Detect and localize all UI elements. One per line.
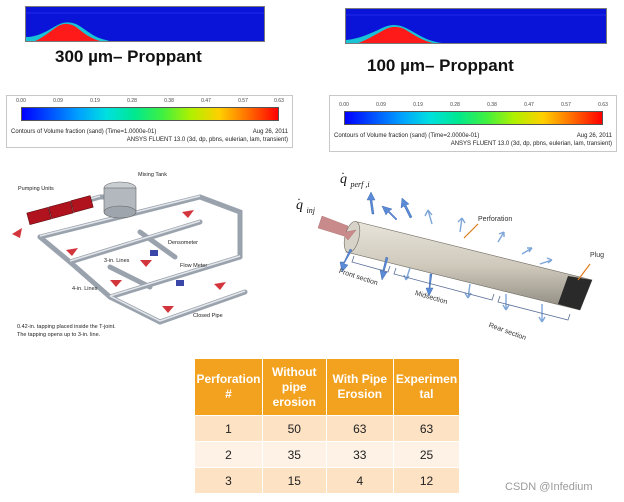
label-densometer: Densometer: [168, 240, 198, 246]
label-mixing-tank: Mixing Tank: [138, 172, 167, 178]
table-cell: 50: [261, 415, 327, 442]
contour-info-line1: Contours of Volume fraction (sand) (Time…: [334, 133, 480, 139]
header-with-erosion: With Pipe Erosion: [325, 358, 395, 416]
table-cell: 3: [194, 467, 263, 494]
pipe-drawing: [317, 191, 593, 323]
sim-contour-image: [26, 7, 264, 41]
label-3in-lines: 3-in. Lines: [104, 258, 130, 264]
tick-label: 0.00: [16, 98, 26, 104]
label-q-perf: · q perf ,i: [340, 166, 370, 189]
header-perforation: Perforation #: [194, 358, 263, 416]
header-experimental: Experimen tal: [393, 358, 460, 416]
tick-label: 0.09: [53, 98, 63, 104]
colorbar-panel-right: 0.00 0.09 0.19 0.28 0.38 0.47 0.57 0.63 …: [329, 95, 617, 152]
table-cell: 35: [261, 441, 327, 468]
tick-label: 0.28: [450, 102, 460, 108]
colorbar-ticks: 0.00 0.09 0.19 0.28 0.38 0.47 0.57 0.63: [330, 102, 616, 110]
table-cell: 1: [194, 415, 263, 442]
sim-contour-100um: [345, 8, 607, 44]
label-perforation: Perforation: [478, 216, 513, 223]
tick-label: 0.47: [524, 102, 534, 108]
label-closed-pipe: Closed Pipe: [193, 313, 223, 319]
table-cell: 63: [393, 415, 460, 442]
contour-info-line1: Contours of Volume fraction (sand) (Time…: [11, 129, 157, 135]
table-row: 1 50 63 63: [194, 415, 460, 442]
sim-caption-300um: 300 µm– Proppant: [55, 47, 202, 66]
table-cell: 2: [194, 441, 263, 468]
tick-label: 0.38: [164, 98, 174, 104]
table-row: 3 15 4 12: [194, 467, 460, 494]
contour-info-date: Aug 26, 2011: [252, 129, 288, 135]
table-cell: 12: [393, 467, 460, 494]
tick-label: 0.63: [598, 102, 608, 108]
tick-label: 0.47: [201, 98, 211, 104]
label-tapping-note-2: The tapping opens up to 3-in. line.: [17, 332, 101, 338]
label-pumping-units: Pumping Units: [18, 186, 54, 192]
watermark: CSDN @Infedium: [505, 481, 593, 493]
colorbar-panel-left: 0.00 0.09 0.19 0.28 0.38 0.47 0.57 0.63 …: [6, 95, 293, 148]
tick-label: 0.63: [274, 98, 284, 104]
tick-label: 0.19: [90, 98, 100, 104]
results-table: Perforation # Without pipe erosion With …: [194, 358, 460, 494]
label-flow-meter: Flow Meter: [180, 263, 208, 269]
sim-contour-300um: [25, 6, 265, 42]
header-without-erosion: Without pipe erosion: [261, 358, 327, 416]
table-cell: 15: [261, 467, 327, 494]
label-tapping-note-1: 0.42-in. tapping placed inside the T-joi…: [17, 324, 116, 330]
sim-contour-image: [346, 9, 606, 43]
tick-label: 0.09: [376, 102, 386, 108]
contour-info-line2: ANSYS FLUENT 13.0 (3d, dp, pbns, euleria…: [126, 137, 288, 143]
label-plug: Plug: [590, 252, 605, 259]
tick-label: 0.57: [238, 98, 248, 104]
table-row: 2 35 33 25: [194, 441, 460, 468]
tick-label: 0.00: [339, 102, 349, 108]
sim-caption-100um: 100 µm– Proppant: [367, 56, 514, 75]
flow-loop-diagram: Pumping Units Mixing Tank Densometer 3-i…: [0, 172, 262, 347]
contour-info-date: Aug 26, 2011: [576, 133, 612, 139]
perforated-pipe-diagram: · q perf ,i · q inj Perforation Plug Fro…: [292, 166, 618, 342]
tick-label: 0.28: [127, 98, 137, 104]
table-header-row: Perforation # Without pipe erosion With …: [194, 358, 460, 416]
table-cell: 25: [393, 441, 460, 468]
table-cell: 63: [325, 415, 395, 442]
table-cell: 4: [325, 467, 395, 494]
colorbar-ticks: 0.00 0.09 0.19 0.28 0.38 0.47 0.57 0.63: [7, 98, 292, 106]
colorbar-gradient: [21, 107, 279, 121]
flow-loop-drawing: [12, 181, 248, 325]
tick-label: 0.19: [413, 102, 423, 108]
table-cell: 33: [325, 441, 395, 468]
tick-label: 0.38: [487, 102, 497, 108]
tick-label: 0.57: [561, 102, 571, 108]
label-q-inj: · q inj: [296, 192, 315, 215]
label-4in-lines: 4-in. Lines: [72, 286, 98, 292]
colorbar-gradient: [344, 111, 603, 125]
contour-info-line2: ANSYS FLUENT 13.0 (3d, dp, pbns, euleria…: [450, 141, 612, 147]
